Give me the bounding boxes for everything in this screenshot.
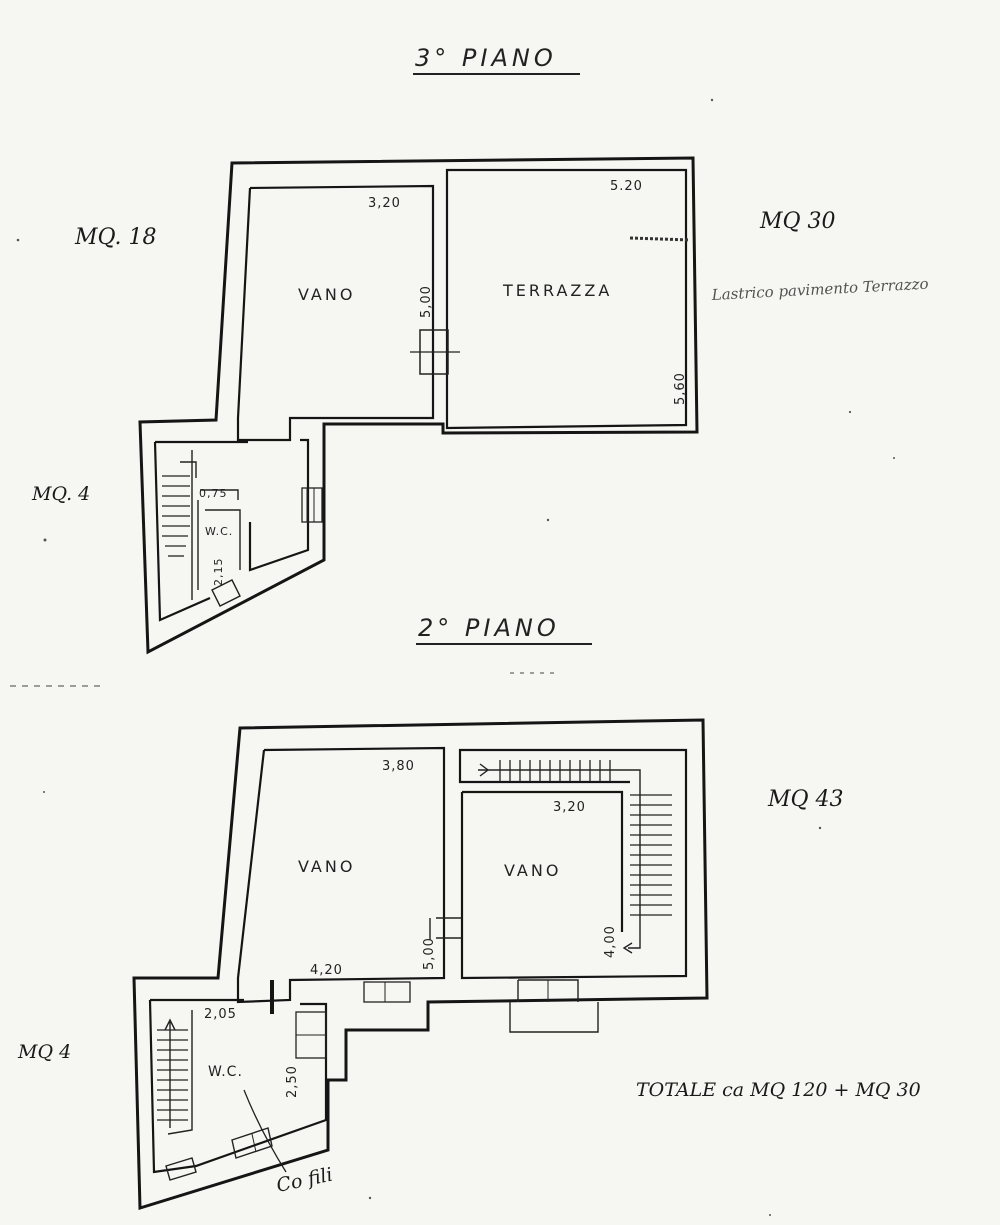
third-floor-terrazza-inner (445, 168, 688, 430)
second-floor-wc-area: MQ 4 (17, 1041, 71, 1063)
second-floor-main-area: MQ 43 (767, 787, 844, 812)
third-floor-terrazza-note: Lastrico pavimento Terrazzo (710, 275, 929, 304)
third-floor-wc-area: MQ. 4 (31, 483, 90, 505)
second-floor-plan: 2° PIANO (17, 614, 844, 1211)
second-floor-left-vano-inner (236, 746, 446, 1004)
third-floor-lower-inner (153, 438, 310, 622)
third-floor-scribble (629, 236, 691, 242)
third-floor-vano-inner (236, 184, 435, 442)
second-floor-wc-window (165, 1127, 273, 1181)
second-floor-outer-wall (132, 718, 709, 1211)
third-floor-vano-area: MQ. 18 (74, 225, 156, 250)
second-floor-wc-depth: 2,50 (285, 1065, 300, 1098)
third-floor-vano-depth: 5,00 (419, 285, 434, 318)
second-floor-left-vano-label: VANO (298, 857, 355, 876)
third-floor-wc-label: W.C. (205, 525, 233, 538)
third-floor-terrazza-label: TERRAZZA (502, 281, 612, 300)
third-floor-plan: 3° PIANO (31, 44, 929, 655)
third-floor-wc-partition (197, 489, 241, 590)
second-floor-corridor-dim: 4,20 (310, 963, 343, 978)
second-floor-stairs (478, 760, 672, 954)
third-floor-window (301, 487, 323, 523)
second-floor-wc-label: W.C. (208, 1064, 243, 1080)
third-floor-stairs (162, 450, 197, 600)
third-floor-wc-side-dim: 2,15 (212, 558, 225, 587)
third-floor-terrazza-area: MQ 30 (759, 209, 836, 234)
third-floor-terrazza-width: 5.20 (610, 179, 643, 194)
third-floor-title: 3° PIANO (415, 44, 557, 72)
second-floor-title: 2° PIANO (418, 614, 560, 642)
second-floor-inner-door (429, 917, 462, 940)
total-area-note: TOTALE ca MQ 120 + MQ 30 (636, 1079, 921, 1101)
third-floor-vano-width: 3,20 (368, 196, 401, 211)
third-floor-outer-wall (138, 156, 699, 655)
second-floor-wc-leader (243, 1089, 287, 1173)
third-floor-wc-top-dim: 0,75 (199, 487, 228, 500)
third-floor-vano-label: VANO (298, 285, 355, 304)
second-floor-wc-stairs (157, 1010, 193, 1135)
second-floor-left-width: 3,80 (382, 759, 415, 774)
second-floor-balcony (509, 979, 599, 1033)
third-floor-terrazza-depth: 5,60 (673, 372, 688, 405)
third-floor-wc-window (211, 579, 241, 607)
second-floor-wc-width: 2,05 (204, 1007, 237, 1022)
second-floor-right-depth: 4,00 (603, 925, 618, 958)
second-floor-right-vano-label: VANO (504, 861, 561, 880)
second-floor-right-width: 3,20 (553, 800, 586, 815)
scan-specks (16, 98, 895, 1216)
second-floor-wc-inner (148, 998, 328, 1174)
second-floor-door-left (363, 981, 411, 1003)
second-floor-left-depth: 5,00 (422, 937, 437, 970)
second-floor-right-vano-inner (458, 748, 688, 980)
